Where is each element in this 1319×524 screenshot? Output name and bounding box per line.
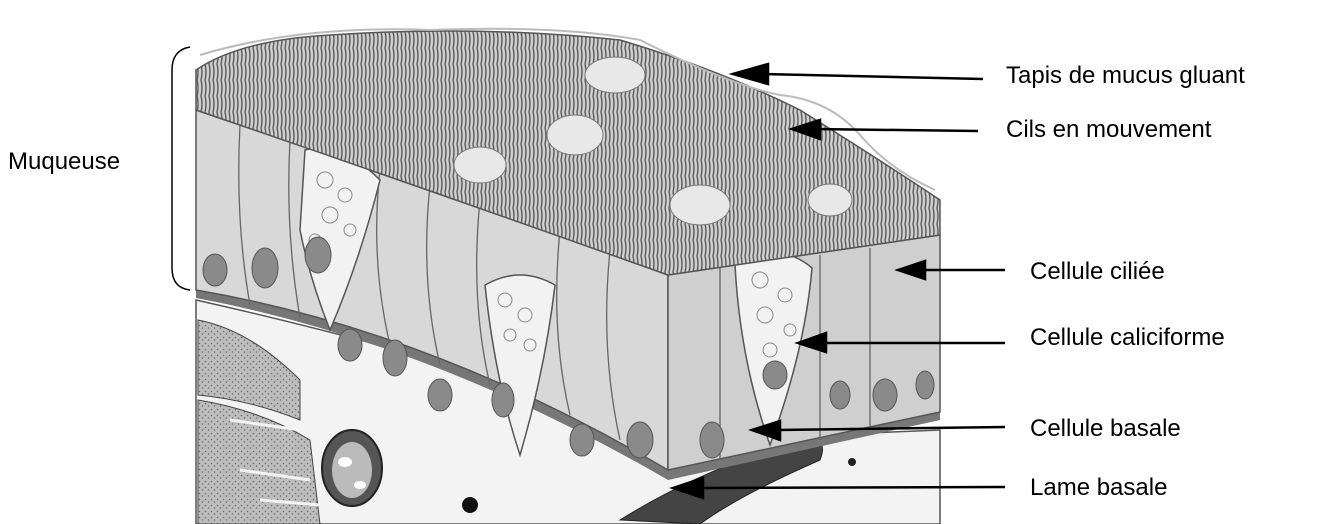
muqueuse-label: Muqueuse — [8, 148, 120, 176]
label-cils: Cils en mouvement — [1006, 116, 1211, 144]
label-cellule-caliciforme: Cellule caliciforme — [1030, 324, 1225, 352]
label-lame-basale: Lame basale — [1030, 474, 1167, 502]
vessel — [322, 430, 382, 506]
label-mucus: Tapis de mucus gluant — [1006, 62, 1245, 90]
label-cellule-ciliee: Cellule ciliée — [1030, 258, 1165, 286]
muqueuse-bracket — [172, 47, 190, 290]
label-cellule-basale: Cellule basale — [1030, 415, 1181, 443]
